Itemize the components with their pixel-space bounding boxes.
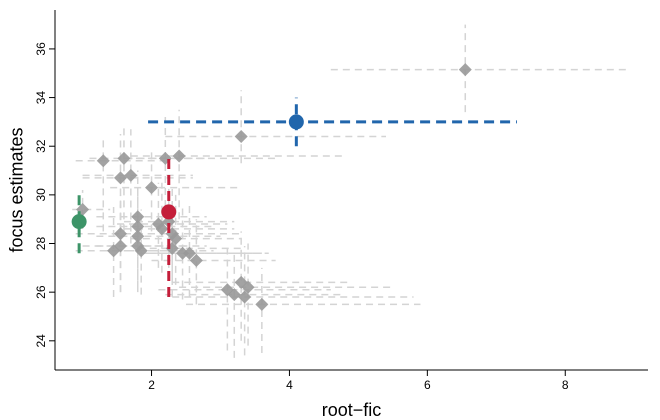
highlight-point xyxy=(71,214,87,230)
y-tick-label: 34 xyxy=(34,91,48,105)
highlight-points xyxy=(71,114,304,230)
data-point-diamond xyxy=(241,280,255,294)
y-tick-label: 32 xyxy=(34,139,48,153)
data-point-diamond xyxy=(458,63,472,77)
y-tick-label: 28 xyxy=(34,237,48,251)
data-point-diamond xyxy=(96,154,110,168)
x-tick-label: 8 xyxy=(562,378,569,392)
data-point-diamond xyxy=(182,246,196,260)
y-tick-label: 26 xyxy=(34,285,48,299)
highlight-point xyxy=(288,114,304,130)
data-point-diamond xyxy=(234,129,248,143)
x-tick-label: 6 xyxy=(424,378,431,392)
y-tick-label: 24 xyxy=(34,334,48,348)
x-tick-label: 4 xyxy=(286,378,293,392)
x-tick-label: 2 xyxy=(148,378,155,392)
data-point-diamond xyxy=(155,222,169,236)
data-point-diamond xyxy=(189,254,203,268)
data-point-diamond xyxy=(131,219,145,233)
x-ticks: 2 4 6 8 xyxy=(148,370,569,392)
data-point-diamond xyxy=(114,239,128,253)
data-point-diamond xyxy=(227,288,241,302)
data-point-diamond xyxy=(134,244,148,258)
data-point-diamond xyxy=(255,297,269,311)
data-point-diamond xyxy=(172,149,186,163)
data-point-diamond xyxy=(117,151,131,165)
background-error-bars xyxy=(72,24,628,358)
data-point-diamond xyxy=(176,246,190,260)
data-point-diamond xyxy=(169,232,183,246)
data-point-diamond xyxy=(114,227,128,241)
data-point-diamond xyxy=(124,168,138,182)
data-point-diamond xyxy=(145,181,159,195)
data-point-diamond xyxy=(238,290,252,304)
x-axis-title: root−fic xyxy=(322,400,382,420)
highlight-point xyxy=(161,204,177,220)
y-ticks: 24 26 28 30 32 34 36 xyxy=(34,42,55,348)
y-axis-title: focus estimates xyxy=(6,127,26,252)
data-point-diamond xyxy=(114,171,128,185)
y-tick-label: 30 xyxy=(34,188,48,202)
data-point-diamond xyxy=(131,210,145,224)
axes xyxy=(54,10,648,371)
y-tick-label: 36 xyxy=(34,42,48,56)
data-point-diamond xyxy=(131,229,145,243)
